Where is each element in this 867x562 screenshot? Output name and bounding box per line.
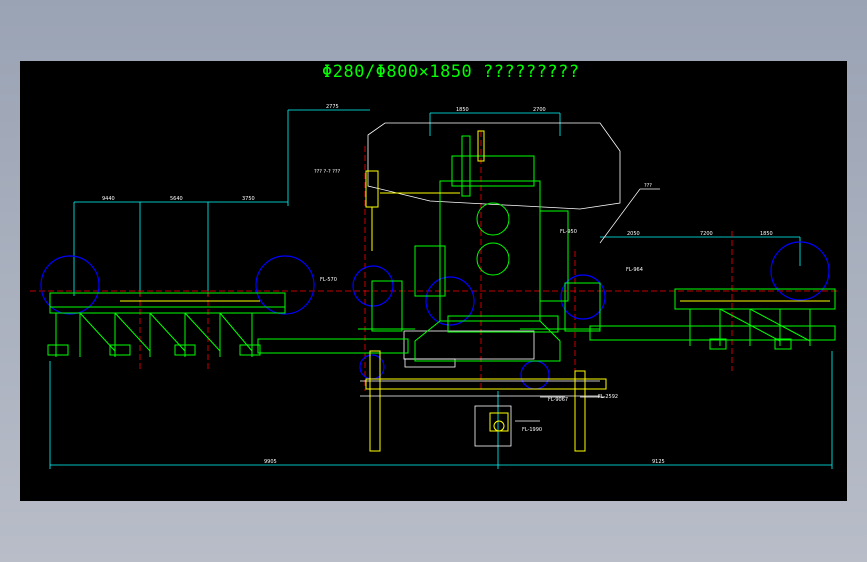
dim-text-bottom-right: 9125 (652, 459, 665, 465)
dim-text-1: 2775 (326, 104, 339, 110)
dim-text-bottom-left: 9905 (264, 459, 277, 465)
label-text-4: FL-950 (560, 229, 577, 235)
label-text-1: ??? ?-? ??? (314, 169, 341, 175)
label-text-6: FL-9067 (548, 397, 568, 403)
housing-outlines (360, 122, 621, 447)
reels (40, 241, 830, 390)
label-text-7: FL-2592 (598, 394, 618, 400)
dim-text-8: 7200 (700, 231, 713, 237)
dim-text-4: 9440 (102, 196, 115, 202)
dim-text-3: 2700 (533, 107, 546, 113)
leader-lines (515, 188, 660, 422)
dim-text-6: 3750 (242, 196, 255, 202)
dimension-lines (49, 109, 833, 469)
label-text-5: FL-964 (626, 267, 643, 273)
mill-layout-drawing: 2775 1850 2700 9440 5640 3750 2050 7200 … (30, 104, 840, 469)
dim-text-2: 1850 (456, 107, 469, 113)
entry-table (47, 292, 409, 357)
label-text-3: FL-570 (320, 277, 337, 283)
center-lines (30, 131, 840, 391)
mill-stand (358, 135, 601, 362)
label-text-2: ??? (644, 183, 652, 189)
structure-details (120, 130, 830, 452)
drawing-canvas (20, 61, 847, 501)
dim-text-5: 5640 (170, 196, 183, 202)
dim-text-7: 2050 (627, 231, 640, 237)
exit-table (589, 288, 836, 350)
drawing-title: Φ280/Φ800×1850 ????????? (322, 62, 580, 82)
label-text-8: FL-1990 (522, 427, 542, 433)
dim-text-9: 1850 (760, 231, 773, 237)
